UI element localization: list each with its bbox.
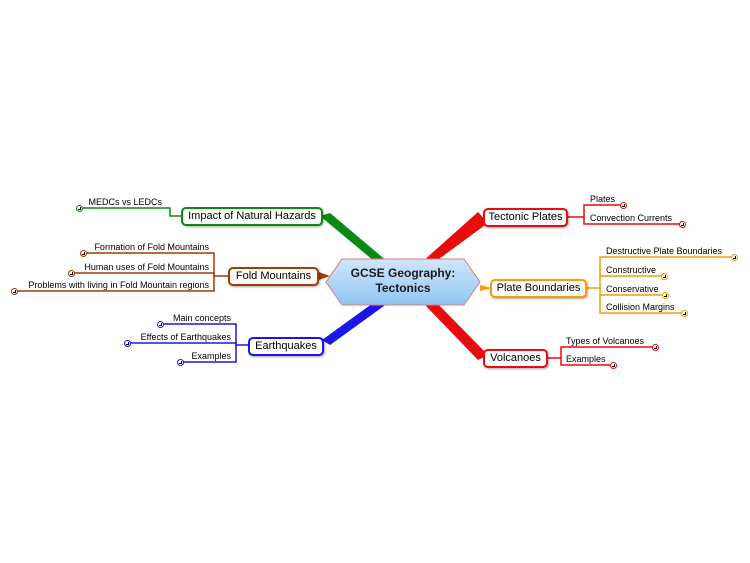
line-tp-2	[583, 217, 683, 225]
line-v-1	[548, 346, 656, 359]
subtopic-problems-fold-mountain-regions[interactable]: Problems with living in Fold Mountain re…	[28, 280, 209, 290]
topic-label: Plate Boundaries	[496, 282, 581, 294]
subtopic-collision-margins[interactable]: Collision Margins	[606, 302, 675, 312]
expand-icon[interactable]	[80, 250, 87, 257]
subtopic-plates[interactable]: Plates	[590, 194, 616, 204]
subtopic-lines	[15, 204, 735, 366]
line-eq-1	[161, 323, 248, 346]
subtopic-conservative[interactable]: Conservative	[606, 284, 659, 294]
topic-label: Impact of Natural Hazards	[188, 210, 316, 222]
expand-icon[interactable]	[68, 270, 75, 277]
expand-icon[interactable]	[124, 340, 131, 347]
topic-impact-of-natural-hazards[interactable]: Impact of Natural Hazards	[181, 207, 323, 226]
subtopic-destructive-plate-boundaries[interactable]: Destructive Plate Boundaries	[606, 246, 723, 256]
line-eq-3	[181, 345, 237, 363]
connector-tectonic	[422, 212, 488, 264]
expand-icon[interactable]	[177, 359, 184, 366]
branch-connectors	[316, 212, 492, 360]
topic-label: Volcanoes	[490, 352, 541, 364]
subtopic-effects-of-earthquakes[interactable]: Effects of Earthquakes	[140, 332, 231, 342]
expand-icon[interactable]	[661, 273, 668, 280]
subtopic-main-concepts[interactable]: Main concepts	[172, 313, 231, 323]
central-topic[interactable]: GCSE Geography: Tectonics	[326, 266, 480, 296]
line-v-2	[560, 358, 614, 366]
subtopic-formation-of-fold-mountains[interactable]: Formation of Fold Mountains	[94, 242, 209, 252]
topic-fold-mountains[interactable]: Fold Mountains	[228, 267, 319, 286]
line-fold-3	[15, 276, 215, 292]
topic-earthquakes[interactable]: Earthquakes	[248, 337, 324, 356]
line-tp-1	[567, 204, 624, 218]
topic-plate-boundaries[interactable]: Plate Boundaries	[490, 279, 587, 298]
expand-icon[interactable]	[681, 310, 688, 317]
subtopic-types-of-volcanoes[interactable]: Types of Volcanoes	[566, 336, 645, 346]
connector-volcanoes	[424, 300, 488, 360]
expand-icon[interactable]	[652, 344, 659, 351]
subtopic-medcs-vs-ledcs[interactable]: MEDCs vs LEDCs	[88, 197, 162, 207]
subtopic-human-uses-of-fold-mountains[interactable]: Human uses of Fold Mountains	[84, 262, 209, 272]
expand-icon[interactable]	[731, 254, 738, 261]
subtopic-constructive[interactable]: Constructive	[606, 265, 657, 275]
line-pb-4	[599, 288, 685, 314]
connector-impact	[320, 213, 388, 266]
subtopic-convection-currents[interactable]: Convection Currents	[590, 213, 673, 223]
expand-icon[interactable]	[11, 288, 18, 295]
central-title: GCSE Geography: Tectonics	[350, 266, 456, 295]
line-fold-2	[72, 272, 215, 276]
topic-label: Fold Mountains	[235, 270, 312, 282]
line-eq-2	[128, 342, 237, 345]
line-fold-1	[84, 252, 228, 277]
connector-boundaries	[480, 285, 492, 291]
line-impact	[80, 207, 181, 217]
expand-icon[interactable]	[76, 205, 83, 212]
subtopic-eq-examples[interactable]: Examples	[191, 351, 231, 361]
expand-icon[interactable]	[610, 362, 617, 369]
central-topic-shape	[325, 258, 481, 306]
subtopic-volcano-examples[interactable]: Examples	[566, 354, 606, 364]
expand-icon[interactable]	[679, 221, 686, 228]
connector-earthquakes	[322, 298, 388, 345]
expand-icon[interactable]	[620, 202, 627, 209]
topic-tectonic-plates[interactable]: Tectonic Plates	[483, 208, 568, 227]
topic-label: Tectonic Plates	[488, 211, 563, 223]
expand-icon[interactable]	[662, 292, 669, 299]
line-pb-1	[586, 256, 735, 289]
topic-label: Earthquakes	[255, 340, 317, 352]
connector-fold	[316, 271, 330, 281]
topic-volcanoes[interactable]: Volcanoes	[483, 349, 548, 368]
expand-icon[interactable]	[157, 321, 164, 328]
